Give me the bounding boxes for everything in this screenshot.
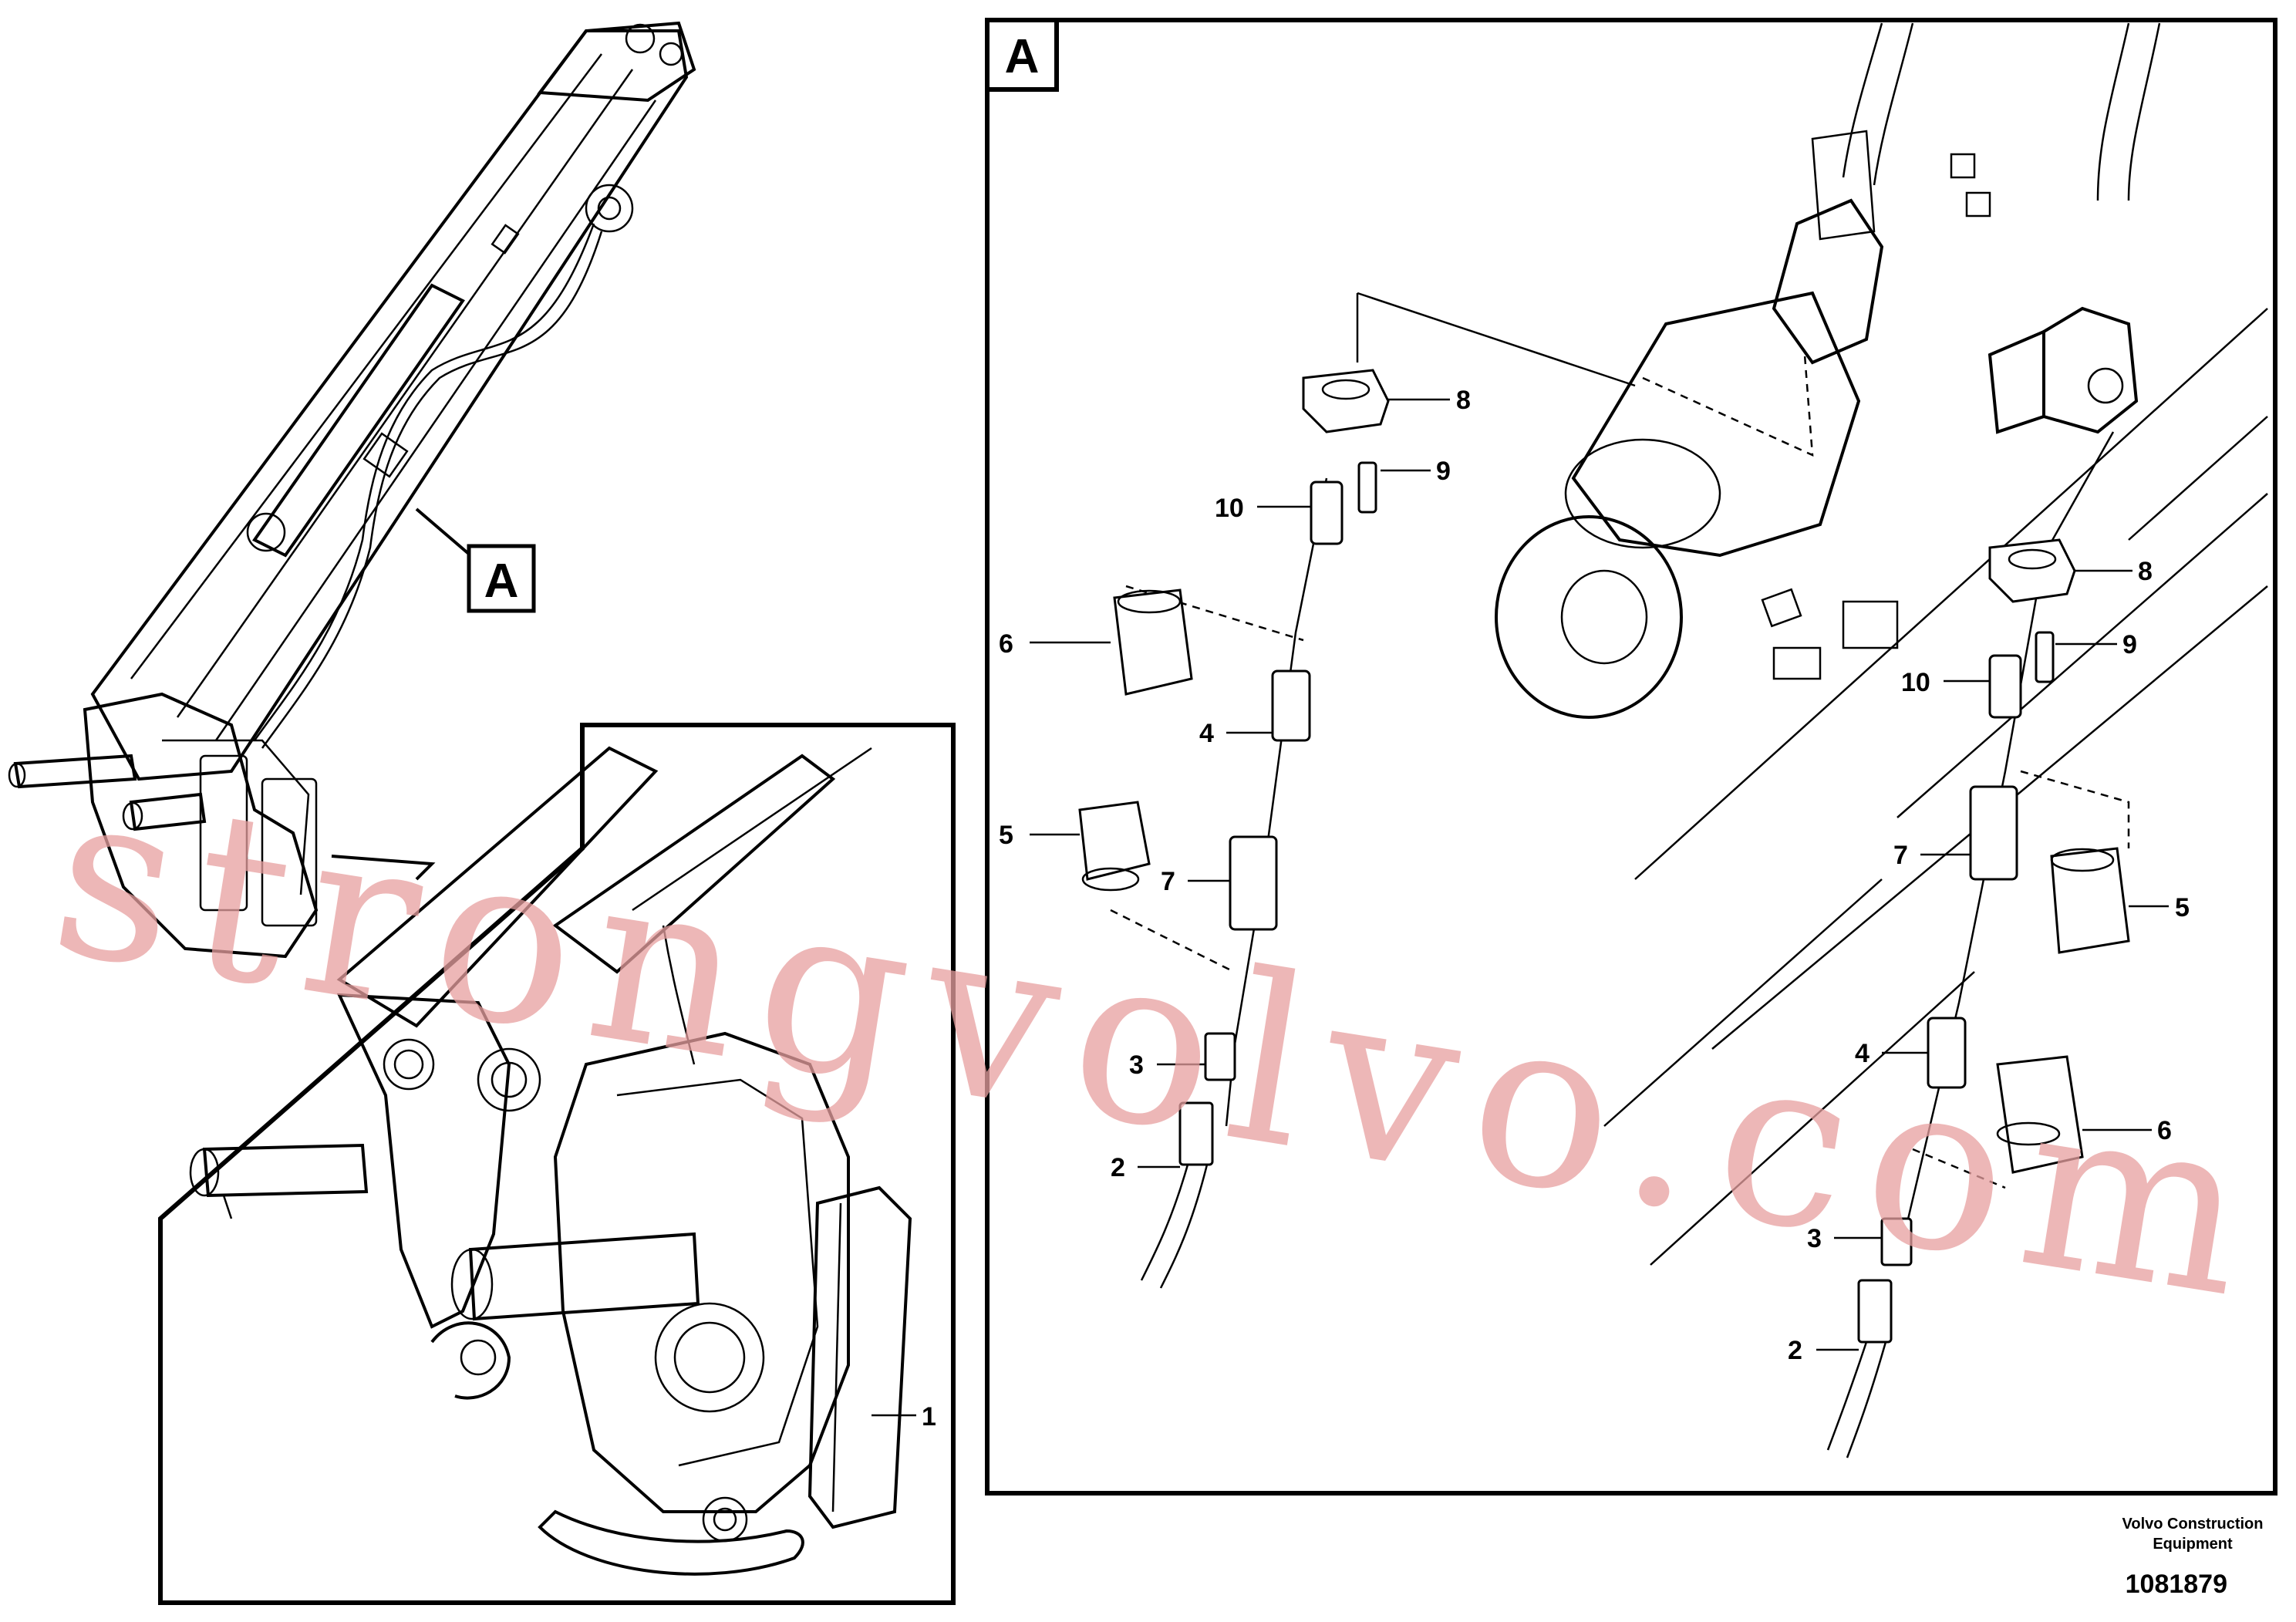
callout-9-left: 9 <box>1436 457 1451 486</box>
coupler-detail-inset: 1 <box>158 723 956 1605</box>
callout-8-left: 8 <box>1456 386 1471 415</box>
callout-9-right: 9 <box>2122 630 2137 659</box>
callout-4-left: 4 <box>1199 719 1214 748</box>
callout-6-right: 6 <box>2157 1116 2172 1145</box>
footer-company-line2: Equipment <box>2153 1536 2233 1553</box>
callout-7-left: 7 <box>1161 867 1175 896</box>
callout-10-left: 10 <box>1215 494 1244 523</box>
callout-a-label: A <box>484 555 519 608</box>
left-hose-assembly <box>1078 369 1390 1289</box>
view-a-tag-box <box>985 18 1059 92</box>
callout-5-right: 5 <box>2175 893 2190 922</box>
callout-3-left: 3 <box>1129 1050 1144 1080</box>
callout-6-left: 6 <box>999 629 1013 659</box>
view-a-tag: A <box>1005 30 1040 83</box>
callout-3-right: 3 <box>1807 1224 1822 1253</box>
detail-view-a: A <box>985 18 2277 1496</box>
callout-10-right: 10 <box>1901 668 1930 697</box>
callout-2-right: 2 <box>1788 1336 1802 1365</box>
callout-a-box <box>467 544 536 613</box>
right-hose-assembly <box>1826 538 2130 1458</box>
drawing-number: 1081879 <box>2126 1570 2227 1599</box>
callout-a-leader <box>415 508 472 557</box>
callout-5-left: 5 <box>999 821 1013 850</box>
boom-overview: A <box>8 21 696 959</box>
callout-8-right: 8 <box>2138 557 2153 586</box>
footer-company-line1: Volvo Construction <box>2122 1516 2264 1533</box>
callout-2-left: 2 <box>1111 1153 1125 1182</box>
callout-7-right: 7 <box>1893 841 1908 870</box>
callout-1: 1 <box>922 1402 936 1431</box>
callout-4-right: 4 <box>1855 1039 1870 1068</box>
view-a-frame <box>985 18 2277 1496</box>
